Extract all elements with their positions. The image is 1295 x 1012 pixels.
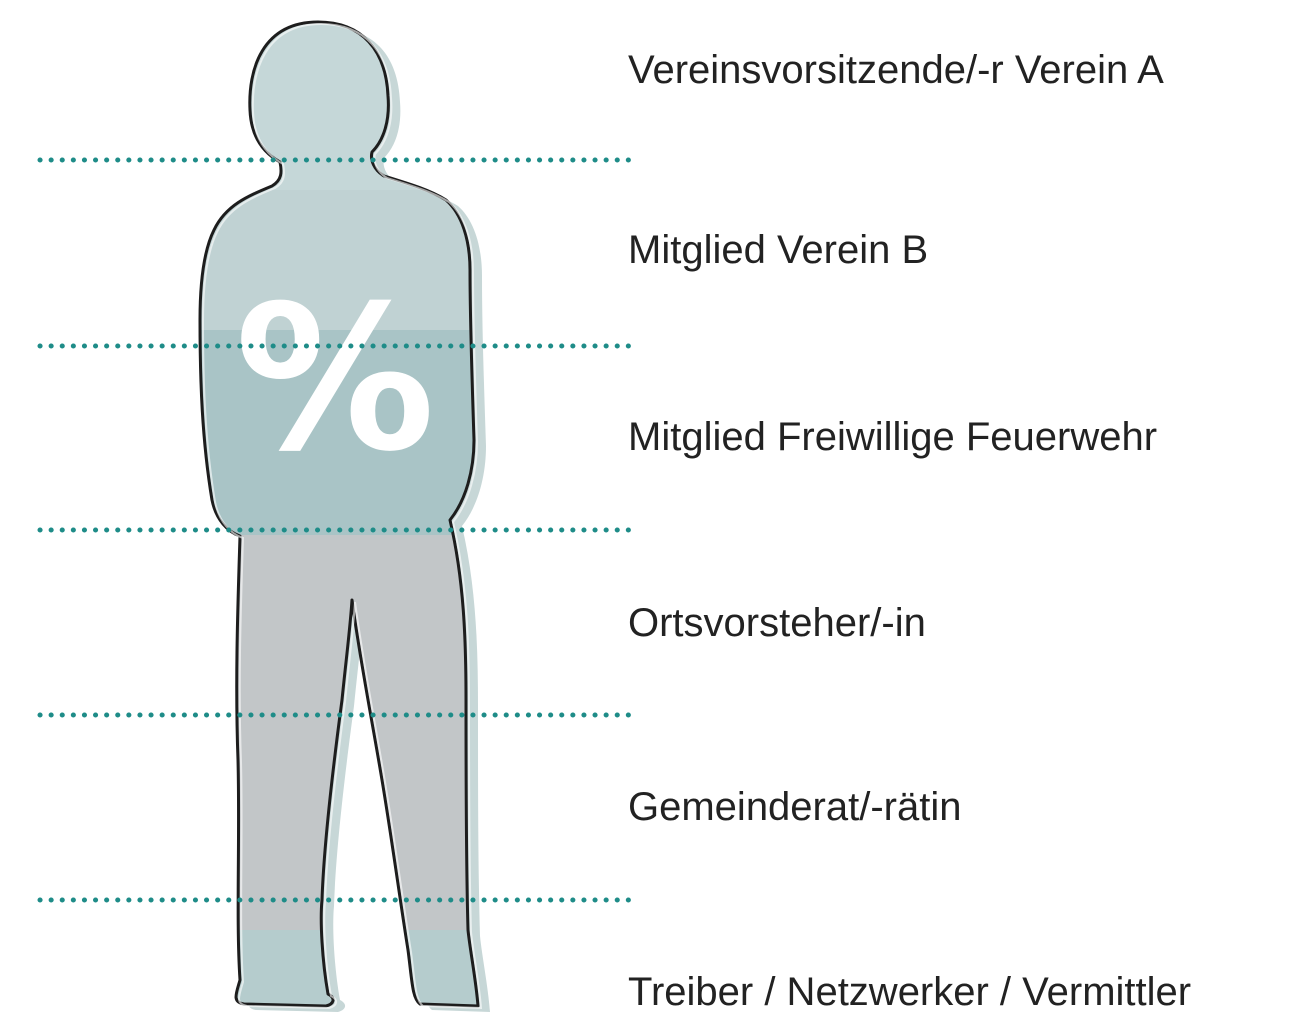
figure-fill: [180, 0, 500, 1012]
role-label-mitglied-verein-b: Mitglied Verein B: [628, 230, 928, 270]
role-label-ortsvorsteher: Ortsvorsteher/-in: [628, 603, 926, 643]
role-label-vereinsvorsitz: Vereinsvorsitzende/-r Verein A: [628, 50, 1164, 90]
role-label-gemeinderat: Gemeinderat/-rätin: [628, 787, 961, 827]
role-label-treiber: Treiber / Netzwerker / Vermittler: [628, 972, 1191, 1012]
feet-band: [180, 930, 500, 1012]
role-label-feuerwehr: Mitglied Freiwillige Feuerwehr: [628, 417, 1157, 457]
head-band: [180, 0, 500, 200]
percent-symbol: %: [235, 263, 435, 496]
